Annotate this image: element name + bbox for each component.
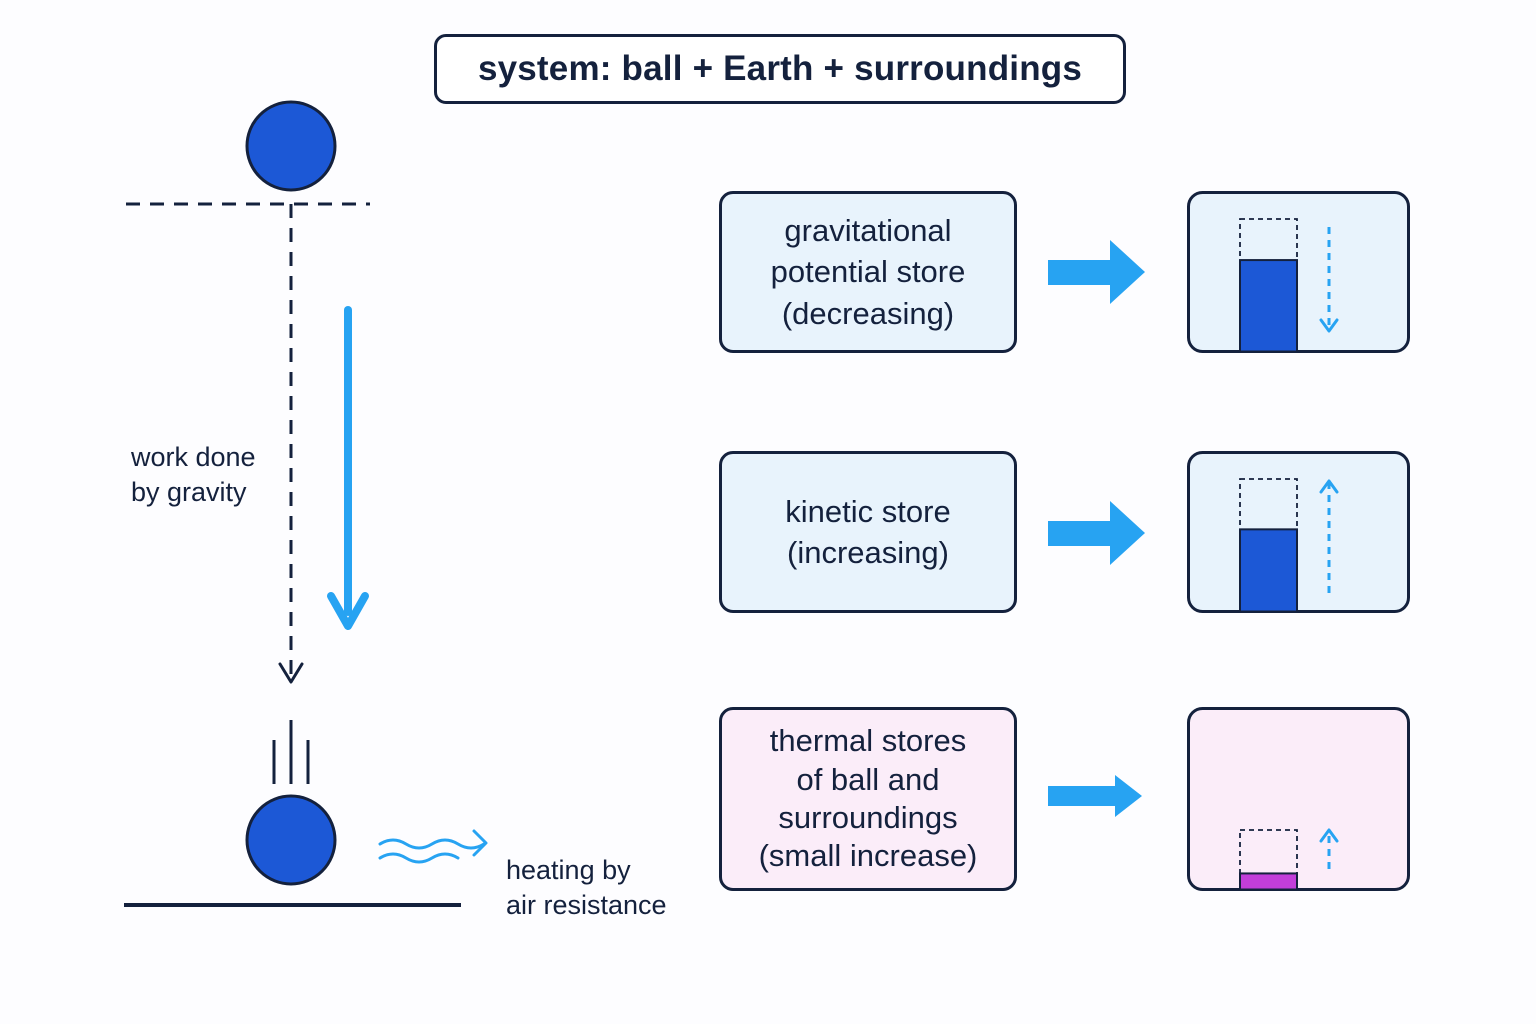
store-label-gravitational: gravitational potential store (decreasin… bbox=[770, 213, 966, 331]
flow-arrow-gravitational bbox=[1048, 240, 1145, 304]
heat-wave-lower bbox=[378, 852, 460, 864]
flow-arrow-thermal bbox=[1048, 775, 1142, 817]
drop-path-arrowhead bbox=[278, 662, 304, 684]
bar-panel-gravitational bbox=[1187, 191, 1410, 353]
store-box-gravitational: gravitational potential store (decreasin… bbox=[719, 191, 1017, 353]
store-box-thermal: thermal stores of ball and surroundings … bbox=[719, 707, 1017, 891]
system-title: system: ball + Earth + surroundings bbox=[434, 34, 1126, 104]
trend-arrowhead-gravitational bbox=[1319, 318, 1339, 333]
heat-wave-arrowhead bbox=[472, 829, 488, 857]
work-done-label: work done by gravity bbox=[131, 442, 256, 507]
bar-fill-kinetic bbox=[1239, 528, 1298, 613]
bar-panel-thermal bbox=[1187, 707, 1410, 891]
gravity-work-arrowhead bbox=[327, 592, 369, 630]
flow-arrow-kinetic bbox=[1048, 501, 1145, 565]
heating-label: heating by air resistance bbox=[506, 855, 667, 920]
trend-arrowhead-thermal bbox=[1319, 828, 1339, 843]
ball-bottom bbox=[245, 794, 337, 886]
store-label-thermal: thermal stores of ball and surroundings … bbox=[758, 723, 978, 874]
bar-fill-thermal bbox=[1239, 872, 1298, 891]
store-label-kinetic: kinetic store (increasing) bbox=[785, 493, 951, 570]
ball-top bbox=[245, 100, 337, 192]
store-box-kinetic: kinetic store (increasing) bbox=[719, 451, 1017, 613]
bar-fill-gravitational bbox=[1239, 259, 1298, 353]
heat-wave-upper bbox=[378, 838, 486, 850]
trend-arrowhead-kinetic bbox=[1319, 479, 1339, 494]
bar-panel-kinetic bbox=[1187, 451, 1410, 613]
system-title-text: system: ball + Earth + surroundings bbox=[477, 49, 1083, 88]
